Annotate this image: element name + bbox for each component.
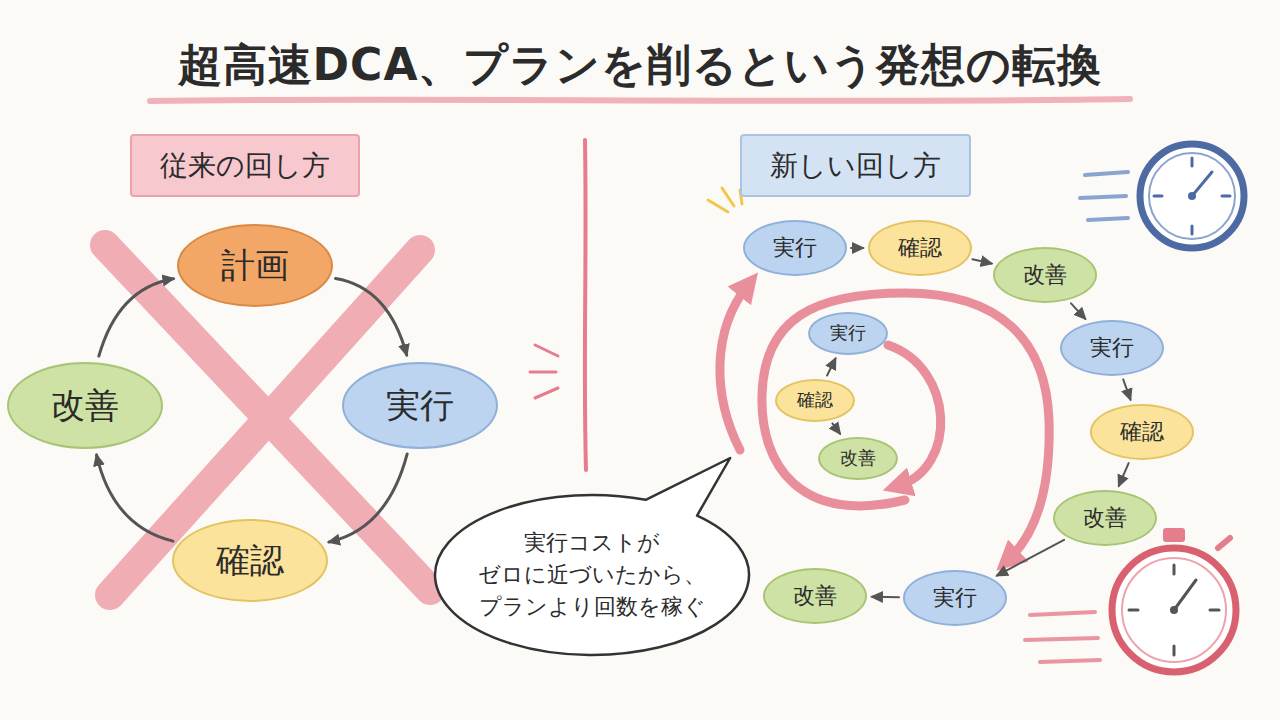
flow-arrow bbox=[997, 540, 1064, 576]
flow-arrow bbox=[832, 423, 840, 433]
step-ellipse: 改善 bbox=[763, 568, 867, 624]
step-label: 実行 bbox=[386, 384, 454, 427]
burst-lines bbox=[530, 345, 558, 398]
flow-arrow bbox=[99, 279, 174, 356]
step-ellipse: 実行 bbox=[903, 570, 1007, 626]
spark-lines bbox=[708, 188, 742, 212]
flow-arrow bbox=[1119, 463, 1129, 486]
step-ellipse: 改善 bbox=[818, 437, 898, 480]
step-label: 確認 bbox=[898, 234, 942, 262]
step-label: 改善 bbox=[1023, 261, 1067, 289]
flow-arrow bbox=[1071, 303, 1085, 319]
step-ellipse: 確認 bbox=[868, 220, 972, 276]
title-underline bbox=[150, 99, 1130, 101]
step-ellipse: 改善 bbox=[7, 362, 163, 449]
step-label: 実行 bbox=[933, 584, 977, 612]
step-label: 実行 bbox=[1090, 334, 1134, 362]
flow-arrow bbox=[972, 259, 991, 263]
step-ellipse: 改善 bbox=[993, 247, 1097, 303]
speech-bubble: 実行コストが ゼロに近づいたから、 プランより回数を稼ぐ bbox=[432, 492, 752, 658]
step-label: 改善 bbox=[51, 384, 119, 427]
bubble-text: 実行コストが ゼロに近づいたから、 プランより回数を稼ぐ bbox=[472, 527, 712, 623]
step-ellipse: 確認 bbox=[172, 519, 328, 602]
step-ellipse: 実行 bbox=[342, 362, 498, 449]
divider-line bbox=[585, 140, 586, 470]
step-ellipse: 確認 bbox=[775, 379, 855, 422]
step-ellipse: 実行 bbox=[808, 312, 888, 355]
step-ellipse: 実行 bbox=[1060, 320, 1164, 376]
flow-arrow bbox=[827, 358, 835, 375]
flow-arrow bbox=[872, 596, 899, 598]
step-label: 確認 bbox=[797, 389, 833, 412]
step-ellipse: 改善 bbox=[1053, 490, 1157, 546]
step-label: 実行 bbox=[773, 234, 817, 262]
tag-text: 従来の回し方 bbox=[160, 148, 330, 183]
flow-arrow bbox=[851, 247, 863, 249]
step-ellipse: 実行 bbox=[743, 220, 847, 276]
step-label: 確認 bbox=[1120, 418, 1164, 446]
step-label: 実行 bbox=[830, 322, 866, 345]
step-ellipse: 計画 bbox=[177, 224, 333, 307]
clock-icon bbox=[1080, 144, 1244, 248]
stopwatch-icon bbox=[1025, 528, 1236, 672]
diagram-title: 超高速DCA、プランを削るという発想の転換 bbox=[0, 36, 1280, 95]
flow-arrow bbox=[336, 278, 407, 355]
step-label: 改善 bbox=[840, 447, 876, 470]
spiral-arrows bbox=[720, 285, 1049, 560]
step-label: 改善 bbox=[793, 582, 837, 610]
flow-arrow bbox=[97, 455, 173, 541]
step-label: 確認 bbox=[216, 539, 284, 582]
step-ellipse: 確認 bbox=[1090, 404, 1194, 460]
section-tag: 新しい回し方 bbox=[740, 134, 971, 197]
section-tag: 従来の回し方 bbox=[130, 134, 360, 197]
tag-text: 新しい回し方 bbox=[770, 148, 941, 183]
step-label: 改善 bbox=[1083, 504, 1127, 532]
flow-arrow bbox=[329, 454, 407, 542]
step-label: 計画 bbox=[221, 244, 289, 287]
bubble-shape bbox=[435, 458, 749, 655]
flow-arrow bbox=[1123, 379, 1130, 399]
